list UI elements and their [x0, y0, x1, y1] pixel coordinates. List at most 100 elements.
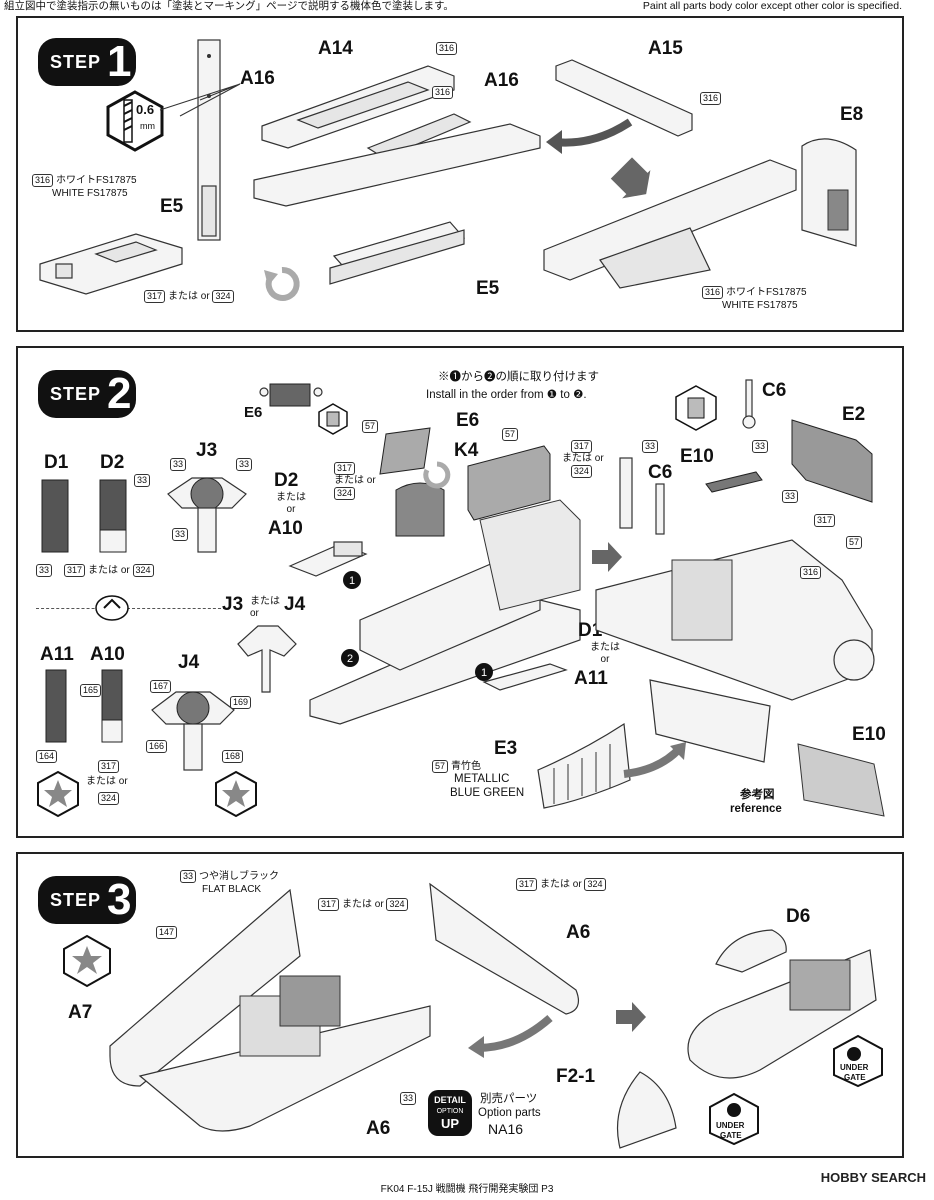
step1-badge: STEP 1 [38, 38, 136, 86]
order-note-jp: ※❶から❷の順に取り付けます [438, 371, 599, 383]
j4-panel-part [151, 691, 235, 771]
or-text-a11: または or [86, 776, 128, 787]
color-167: 167 [150, 680, 174, 693]
svg-text:1: 1 [481, 667, 487, 679]
label-a15: A15 [648, 38, 683, 59]
detail-badge-word2: OPTION [436, 1108, 464, 1115]
header-note-en: Paint all parts body color except other … [642, 0, 902, 12]
label-a16-mid: A16 [484, 70, 519, 91]
color-57-e2: 57 [846, 536, 865, 549]
color-316-step2: 316 [800, 566, 824, 579]
color-166: 166 [146, 740, 170, 753]
page-footer: FK04 F-15J 戦闘機 飛行開発実験団 P3 [380, 1184, 554, 1195]
under-gate-right-2: GATE [844, 1073, 866, 1082]
e6-top-part [259, 383, 323, 407]
rotate-icon-step2 [423, 461, 451, 489]
nose-fuselage-assembled [687, 949, 877, 1079]
label-c6: C6 [648, 462, 673, 483]
star-decal-icon-left [37, 770, 79, 818]
svg-text:1: 1 [349, 575, 355, 587]
label-c6-top: C6 [762, 380, 787, 401]
color-316-a14: 316 [436, 42, 460, 55]
label-a6-top: A6 [566, 922, 591, 943]
down-arrow-icon [610, 157, 651, 199]
under-gate-icon-left [709, 1092, 759, 1146]
right-arrow-icon-step2 [592, 542, 622, 572]
e5-assembly-mid [253, 123, 541, 285]
color-317-a11: 317 [98, 760, 122, 773]
color-164: 164 [36, 750, 60, 763]
under-gate-left-1: UNDER [716, 1121, 745, 1130]
color-33-j3a: 33 [170, 458, 189, 471]
d6-canopy-part [715, 929, 787, 973]
rotate-arrow-icon [546, 118, 633, 154]
color-33-step3: 33 [400, 1092, 419, 1105]
rotate-icon [264, 266, 300, 301]
label-a7: A7 [68, 1002, 93, 1023]
reference-jp: 参考図 [740, 789, 775, 801]
a15-part [555, 59, 693, 137]
drill-size: 0.6 [136, 102, 155, 117]
option-parts-en: Option parts [478, 1107, 541, 1119]
color-33-d2: 33 [134, 474, 153, 487]
label-j4-or: J4 [284, 594, 306, 615]
detail-badge-word3: UP [440, 1116, 460, 1131]
d1-panel-part [41, 479, 69, 553]
color-316-a16: 316 [432, 86, 456, 99]
e10-part [705, 471, 763, 493]
side-panel-part [649, 679, 771, 763]
color-57-e6: 57 [362, 420, 381, 433]
reference-en: reference [730, 803, 782, 815]
label-e5-right: E5 [476, 278, 500, 299]
color-316-a15: 316 [700, 92, 724, 105]
cockpit-tub-assembly [309, 499, 581, 725]
label-e5-left: E5 [160, 196, 184, 217]
star-decal-icon-step3 [63, 934, 111, 988]
flip-icon [95, 595, 129, 621]
d1-a11-part [482, 663, 568, 691]
drill-icon [106, 90, 164, 152]
color-57-k4: 57 [502, 428, 521, 441]
e8-part [801, 138, 857, 247]
color-33-j3b: 33 [236, 458, 255, 471]
under-gate-right-1: UNDER [840, 1063, 869, 1072]
color-147: 147 [156, 926, 180, 939]
label-a16-left: A16 [240, 68, 275, 89]
label-j3: J3 [196, 440, 218, 461]
brand-watermark: HOBBY SEARCH [820, 1170, 926, 1185]
view-icon-e6 [318, 403, 348, 435]
header-note: 組立図中で塗装指示の無いものは「塗装とマーキング」ページで説明する機体色で塗装し… [0, 0, 934, 14]
label-a10: A10 [268, 518, 303, 539]
label-j3-or: J3 [222, 594, 244, 615]
a10-part [288, 541, 368, 577]
white-color-en-right: WHITE FS17875 [722, 300, 798, 311]
header-note-jp: 組立図中で塗装指示の無いものは「塗装とマーキング」ページで説明する機体色で塗装し… [4, 0, 454, 12]
assembled-fuselage-step1 [543, 159, 797, 289]
a16-leader-lines [159, 83, 241, 117]
color-168: 168 [222, 750, 246, 763]
label-a11: A11 [40, 644, 74, 665]
curved-arrow-e3 [623, 742, 686, 778]
c6-part [619, 457, 665, 535]
step2-badge: STEP 2 [38, 370, 136, 418]
detail-up-badge [428, 1090, 472, 1136]
color-324-a11: 324 [98, 792, 122, 805]
e3-part [537, 722, 631, 809]
drill-unit: mm [140, 121, 155, 131]
label-a11b: A11 [574, 668, 608, 689]
a10-panel-part [101, 669, 123, 743]
under-gate-left-2: GATE [720, 1131, 742, 1140]
right-arrow-icon-step3 [616, 1002, 646, 1032]
label-j4: J4 [178, 652, 200, 673]
metallic-en1: METALLIC [454, 773, 510, 785]
under-gate-icon-right [833, 1034, 883, 1088]
curved-arrow-step3 [468, 1014, 553, 1058]
label-d2b: D2 [274, 470, 299, 491]
